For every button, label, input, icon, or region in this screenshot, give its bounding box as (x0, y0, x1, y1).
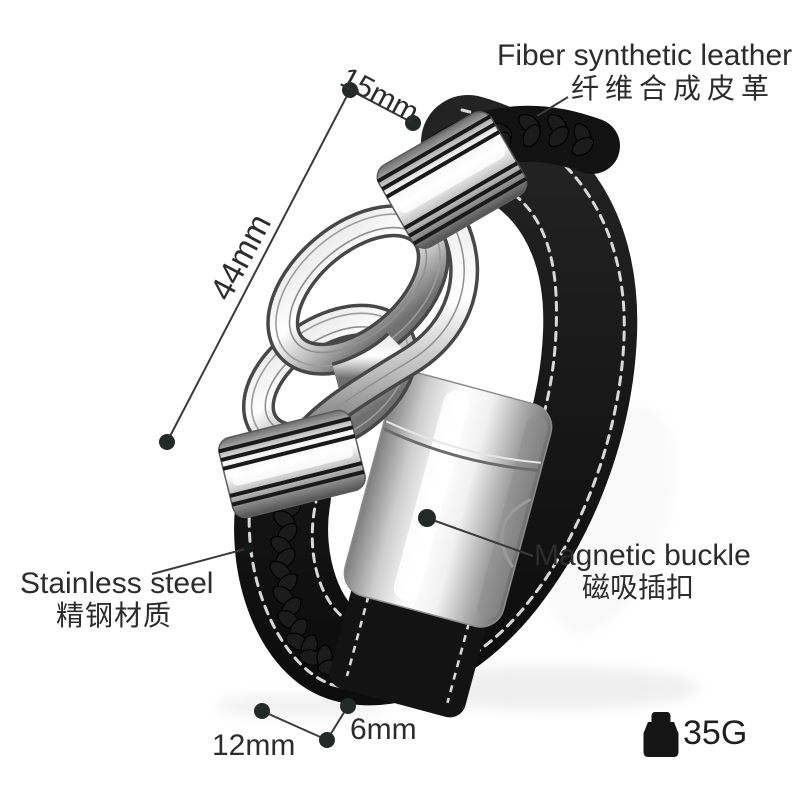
lower-ferrule (218, 409, 366, 519)
label-fiber-synthetic-leather-en: Fiber synthetic leather (497, 39, 793, 72)
label-stainless-steel-zh: 精钢材质 (56, 600, 173, 631)
label-weight-35g: 35G (683, 714, 748, 752)
label-band-width-12mm: 12mm (212, 729, 296, 762)
label-stainless-steel-en: Stainless steel (20, 567, 214, 600)
stitch-line-outer (247, 108, 626, 692)
pointer-magnetic-buckle (426, 517, 534, 557)
weight-icon (643, 712, 679, 757)
label-fiber-synthetic-leather-zh: 纤维合成皮革 (571, 73, 776, 104)
upper-ferrule (376, 111, 528, 249)
label-magnetic-buckle-en: Magnetic buckle (534, 539, 751, 572)
pointer-fiber-leather (536, 96, 569, 117)
label-band-thickness-6mm: 6mm (350, 713, 417, 746)
pointer-stainless-steel (151, 547, 250, 575)
marker-dots (159, 82, 436, 748)
magnetic-buckle-part (329, 372, 553, 718)
dimension-lines (151, 89, 569, 741)
line-44mm (166, 89, 351, 443)
label-magnetic-buckle-zh: 磁吸插扣 (582, 572, 695, 603)
line-15mm (349, 89, 414, 124)
line-12mm (261, 710, 328, 741)
steel-knot (241, 204, 480, 457)
